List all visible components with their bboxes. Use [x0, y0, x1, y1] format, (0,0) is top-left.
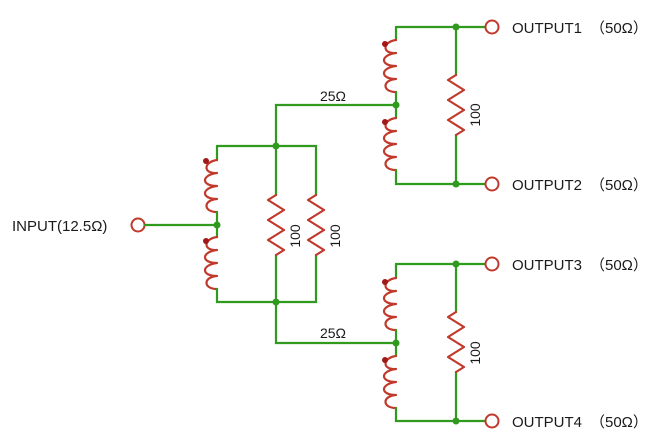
input-phase-dot-upper [203, 158, 209, 164]
input-resistor-right-value: 100 [327, 224, 343, 248]
lower-branch: 25Ω 100 [274, 256, 500, 429]
upper-output-resistor [446, 73, 466, 137]
upper-output-resistor-value: 100 [467, 103, 483, 127]
input-resistor-left [266, 193, 286, 257]
output3-port[interactable] [484, 256, 500, 272]
upper-branch-impedance: 25Ω [320, 88, 346, 104]
lower-branch-wire [274, 300, 398, 345]
lower-output-resistor-value: 100 [467, 341, 483, 365]
output2-name: OUTPUT2 [512, 177, 582, 194]
junction [452, 260, 460, 268]
output1-port[interactable] [484, 19, 500, 35]
output1-impedance: （50Ω） [590, 20, 648, 37]
output1-name: OUTPUT1 [512, 20, 582, 37]
input-port[interactable] [130, 217, 146, 233]
upper-transformer-upper-coil [382, 38, 398, 94]
input-transformer-lower-coil [203, 235, 219, 291]
input-stage: 100 100 [130, 142, 343, 306]
output4-rail [394, 406, 491, 423]
lower-phase-dot-top [382, 279, 388, 285]
input-phase-dot-lower [203, 238, 209, 244]
input-resistor-left-value: 100 [287, 224, 303, 248]
lower-branch-impedance: 25Ω [320, 325, 346, 341]
input-bottom-rail [215, 253, 318, 304]
lower-transformer-upper-coil [382, 276, 398, 332]
lower-phase-dot-bottom [382, 357, 388, 363]
junction [392, 339, 400, 347]
output4-impedance: （50Ω） [590, 414, 648, 431]
junction [452, 180, 460, 188]
lower-transformer-lower-coil [382, 354, 398, 410]
junction [213, 221, 221, 229]
output4-port[interactable] [484, 413, 500, 429]
input-resistor-right [306, 193, 326, 257]
output2-impedance: （50Ω） [590, 177, 648, 194]
output4-name: OUTPUT4 [512, 414, 582, 431]
input-top-rail [215, 144, 318, 197]
input-transformer-upper-coil [203, 158, 219, 214]
output2-rail [394, 168, 491, 186]
output2-port[interactable] [484, 176, 500, 192]
junction [452, 417, 460, 425]
lower-output-resistor [446, 310, 466, 374]
output3-impedance: （50Ω） [590, 257, 648, 274]
upper-phase-dot-top [382, 41, 388, 47]
upper-transformer-lower-coil [382, 116, 398, 172]
junction [392, 101, 400, 109]
upper-phase-dot-bottom [382, 119, 388, 125]
upper-branch: 25Ω 100 [274, 19, 500, 192]
junction [452, 23, 460, 31]
output3-name: OUTPUT3 [512, 257, 582, 274]
upper-branch-wire [274, 103, 398, 148]
input-label: INPUT(12.5Ω) [12, 218, 107, 235]
